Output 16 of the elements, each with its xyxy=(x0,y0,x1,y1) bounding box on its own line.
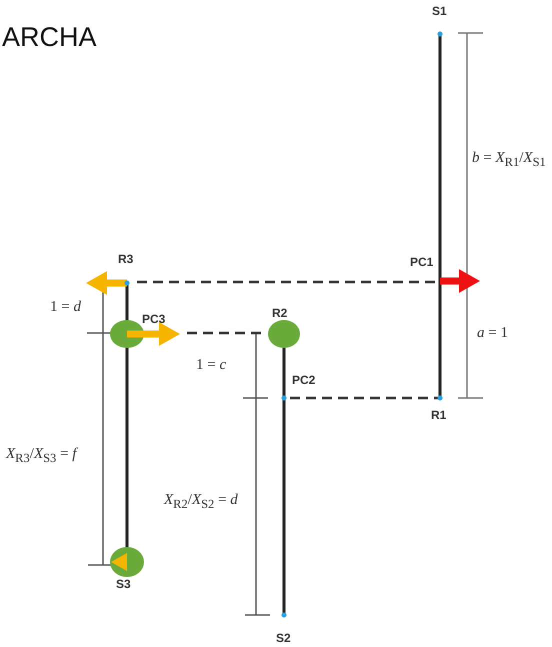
formula-label: b = X$_{R1}$/X$_{S1}$ xyxy=(472,150,546,170)
title: ARCHA xyxy=(2,22,97,53)
point-label: PC1 xyxy=(410,256,434,270)
point-label: S2 xyxy=(276,632,291,646)
formula-label: 1 = c xyxy=(196,357,226,374)
point-label: R3 xyxy=(118,253,134,266)
point-label: S3 xyxy=(116,578,131,592)
point-label: PC2 xyxy=(292,374,316,388)
point-label: R2 xyxy=(272,307,288,320)
point-label: S1 xyxy=(432,5,447,18)
formula-label: 1 = d xyxy=(50,299,81,316)
point-label: PC3 xyxy=(142,313,166,326)
point-label: R1 xyxy=(431,409,446,422)
formula-label: X$_{R2}$/X$_{S2}$ = d xyxy=(164,492,238,512)
formula-label: a = 1 xyxy=(477,325,508,342)
formula-label: X$_{R3}$/X$_{S3}$ = f xyxy=(6,446,76,466)
